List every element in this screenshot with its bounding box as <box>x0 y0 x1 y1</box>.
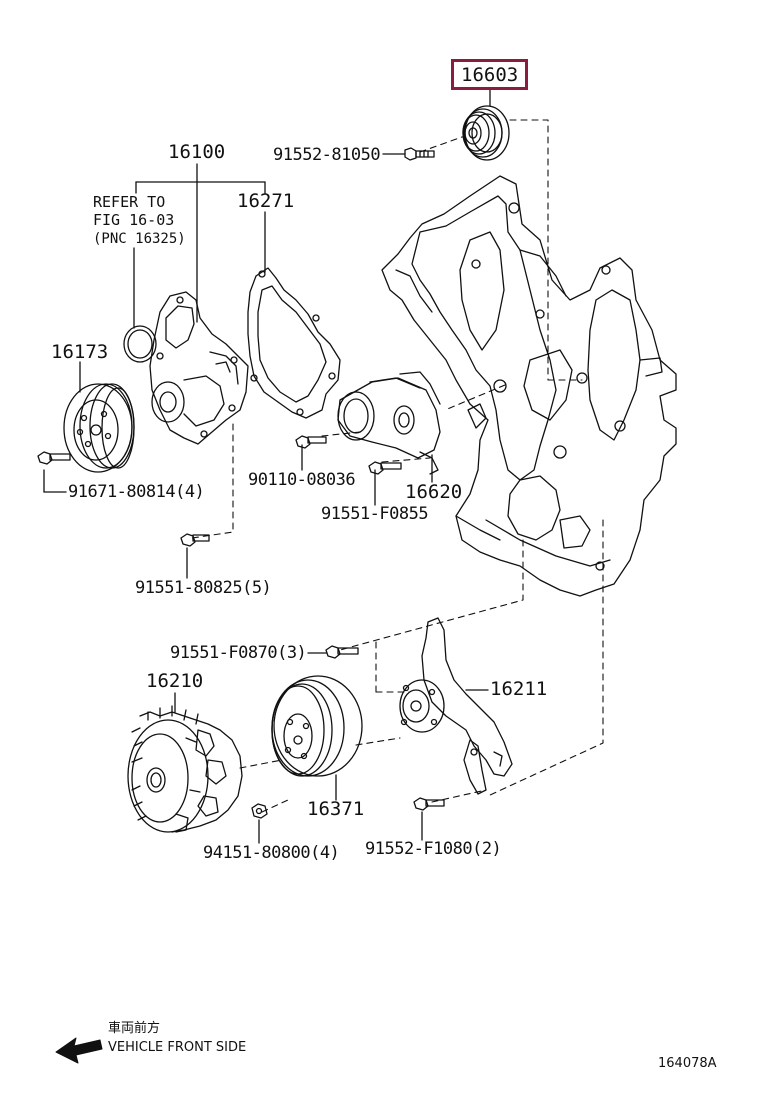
vehicle-front-label-jp: 車両前方 <box>108 1021 161 1036</box>
refer-note-line3: (PNC 16325) <box>93 231 186 247</box>
o-ring-16325 <box>123 325 157 363</box>
bolt-91551-F0855 <box>368 461 402 475</box>
bolt-90110-08036 <box>295 435 327 449</box>
bolt-91551-F0870 <box>325 645 359 659</box>
part-label-16620[interactable]: 16620 <box>405 481 463 503</box>
part-label-16371[interactable]: 16371 <box>307 798 365 820</box>
idler-pulley-16603 <box>462 105 510 161</box>
refer-note-line1: REFER TO <box>93 193 166 211</box>
part-label-91552-F1080[interactable]: 91552-F1080(2) <box>365 839 502 859</box>
bolt-91552-81050 <box>404 147 435 161</box>
part-label-91671-80814[interactable]: 91671-80814(4) <box>68 482 205 502</box>
part-label-16211[interactable]: 16211 <box>490 678 548 700</box>
nut-94151-80800 <box>251 803 268 819</box>
fan-clutch-16210 <box>127 705 243 833</box>
refer-note-line2: FIG 16-03 <box>93 211 175 229</box>
water-pump-16100 <box>149 291 249 445</box>
part-label-16210[interactable]: 16210 <box>146 670 204 692</box>
part-label-91551-F0870[interactable]: 91551-F0870(3) <box>170 643 307 663</box>
dashed-guides <box>191 119 604 813</box>
pump-pulley-16173 <box>63 383 135 473</box>
highlighted-part-number[interactable]: 16603 <box>451 59 529 90</box>
leader-lines <box>43 89 491 844</box>
part-label-91552-81050[interactable]: 91552-81050 <box>273 145 381 165</box>
part-label-91551-80825[interactable]: 91551-80825(5) <box>135 578 272 598</box>
bolt-91552-F1080 <box>413 797 445 811</box>
part-label-16100[interactable]: 16100 <box>168 141 226 163</box>
timing-chain-cover <box>381 175 677 597</box>
vehicle-front-arrow-icon <box>55 1037 103 1064</box>
part-label-90110-08036[interactable]: 90110-08036 <box>248 470 356 490</box>
tensioner-16620 <box>337 371 441 475</box>
part-label-94151-80800[interactable]: 94151-80800(4) <box>203 843 340 863</box>
figure-code: 164078A <box>658 1056 717 1071</box>
fan-pulley-16371 <box>271 675 363 777</box>
part-label-16271[interactable]: 16271 <box>237 190 295 212</box>
bolt-91671-80814 <box>37 451 71 465</box>
vehicle-front-label-en: VEHICLE FRONT SIDE <box>108 1040 247 1055</box>
bolt-91551-80825 <box>180 533 210 547</box>
part-label-91551-F0855[interactable]: 91551-F0855 <box>321 504 429 524</box>
fan-bracket-16211 <box>399 617 513 795</box>
part-label-16173[interactable]: 16173 <box>51 341 109 363</box>
gasket-16271 <box>247 267 341 419</box>
